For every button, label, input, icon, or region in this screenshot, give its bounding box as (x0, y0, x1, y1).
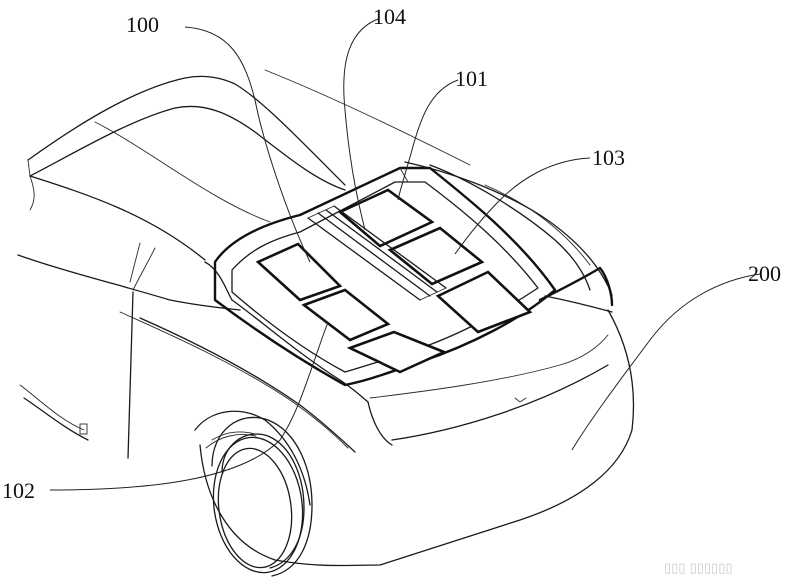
label-102: 102 (2, 478, 35, 503)
rear-wheel (205, 416, 313, 577)
leader-lines (49, 18, 761, 491)
reference-numerals: 100 104 101 103 200 102 (2, 4, 781, 503)
solar-panels (255, 188, 533, 374)
panel-top-right (337, 188, 435, 248)
label-100: 100 (126, 12, 159, 37)
panel-bottom-right (435, 270, 533, 334)
car-body (17, 69, 635, 567)
label-200: 200 (748, 261, 781, 286)
label-103: 103 (592, 145, 625, 170)
leader-103 (454, 157, 591, 255)
label-104: 104 (373, 4, 406, 29)
leader-100 (184, 26, 311, 263)
leader-200 (571, 273, 761, 451)
watermark: ▯▯▯ ▯▯▯▯▯▯ (664, 561, 733, 576)
leader-101 (397, 79, 459, 201)
leader-104 (343, 18, 379, 231)
panel-mid-left (301, 288, 391, 342)
center-rail (307, 205, 447, 301)
leader-102 (49, 321, 329, 491)
panel-top-left (255, 242, 343, 302)
panel-mid-right (387, 226, 485, 286)
label-101: 101 (455, 66, 488, 91)
panel-bottom-left (346, 330, 448, 374)
